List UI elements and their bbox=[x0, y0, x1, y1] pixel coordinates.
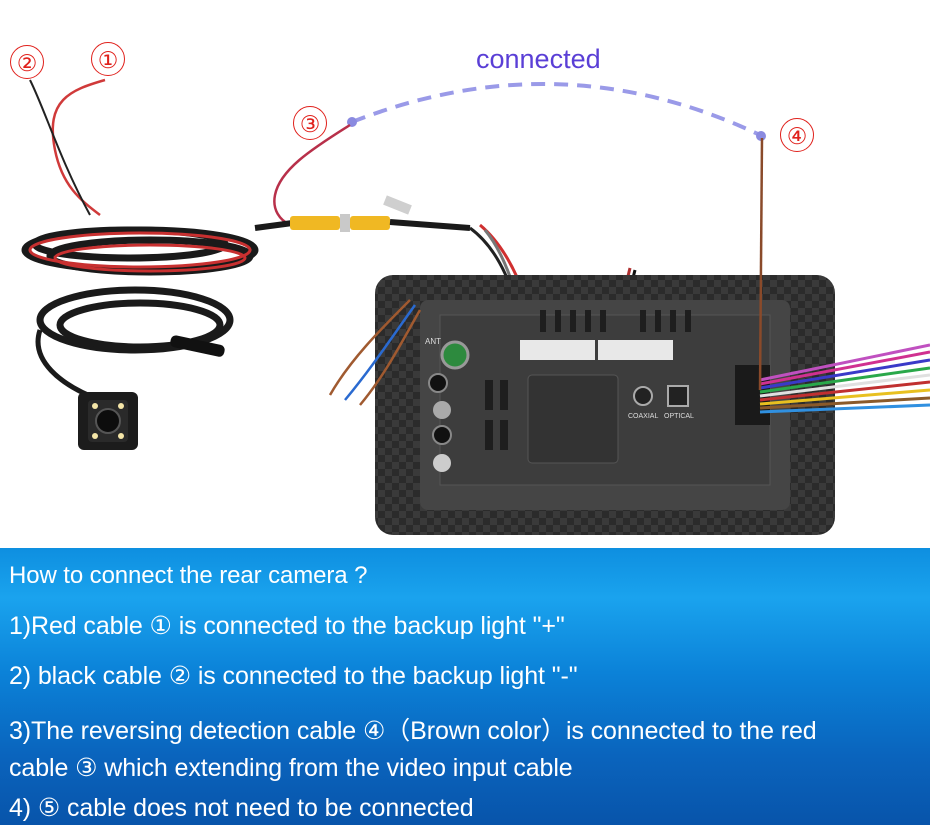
instructions-title: How to connect the rear camera ? bbox=[9, 562, 368, 589]
black-cable-two bbox=[29, 79, 91, 216]
label-three: ③ bbox=[293, 106, 327, 140]
instruction-step-2: 2) black cable ② is connected to the bac… bbox=[9, 662, 578, 690]
rca-connector bbox=[290, 195, 471, 232]
dot-four bbox=[756, 131, 766, 141]
coaxial-text: COAXIAL bbox=[628, 413, 658, 420]
label-one: ① bbox=[91, 42, 125, 76]
connected-dashed-line bbox=[351, 82, 761, 137]
head-unit: ANT COAXIAL OPTICAL bbox=[375, 275, 835, 535]
ant-text: ANT bbox=[425, 337, 441, 346]
instruction-step-1: 1)Red cable ① is connected to the backup… bbox=[9, 612, 565, 640]
ant-connector bbox=[440, 340, 470, 370]
rear-camera bbox=[78, 392, 138, 450]
label-two: ② bbox=[10, 45, 44, 79]
optical-text: OPTICAL bbox=[664, 413, 694, 420]
label-four: ④ bbox=[780, 118, 814, 152]
wiring-diagram: ANT COAXIAL OPTICAL bbox=[21, 78, 930, 535]
red-cable-three bbox=[273, 123, 351, 227]
instruction-step-3a: 3)The reversing detection cable ④（Brown … bbox=[9, 717, 817, 745]
connected-label: connected bbox=[476, 44, 601, 74]
brown-cable-four bbox=[758, 137, 764, 391]
instruction-step-4: 4) ⑤ cable does not need to be connected bbox=[9, 794, 474, 822]
instruction-step-3b: cable ③ which extending from the video i… bbox=[9, 754, 573, 782]
instructions-panel: How to connect the rear camera ? 1)Red c… bbox=[0, 548, 930, 825]
